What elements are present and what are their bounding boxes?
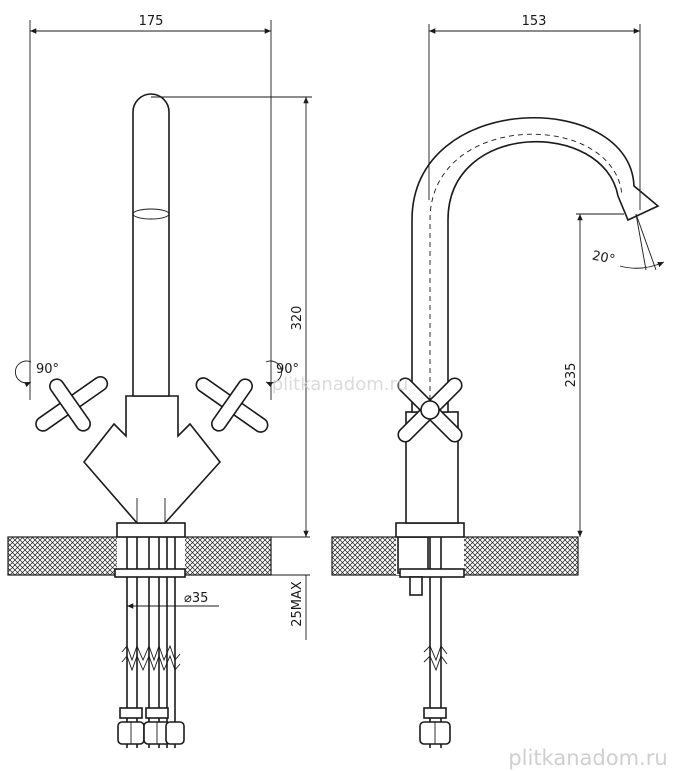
supply-pipes-side bbox=[396, 536, 465, 748]
rotation-right: 90° bbox=[265, 360, 299, 388]
dimension-height-320: 320 bbox=[151, 96, 312, 537]
rotation-right-label: 90° bbox=[276, 362, 299, 377]
dimension-width-175: 175 bbox=[29, 14, 272, 400]
rotation-left-label: 90° bbox=[36, 362, 59, 377]
front-view: 175 320 25MAX ⌀35 90° 90° bbox=[7, 14, 312, 748]
dim-label-153: 153 bbox=[522, 14, 547, 29]
watermark-center: plitkanadom.ru bbox=[272, 374, 409, 395]
dim-label-diameter: ⌀35 bbox=[184, 591, 208, 606]
mixer-body-front bbox=[82, 395, 222, 524]
dim-label-25max: 25MAX bbox=[290, 581, 305, 627]
base-flange-front bbox=[116, 522, 186, 538]
right-handle bbox=[195, 377, 269, 433]
side-handle bbox=[397, 377, 463, 443]
dim-label-20deg: 20° bbox=[591, 248, 617, 267]
spout-front bbox=[132, 93, 170, 397]
dim-label-320: 320 bbox=[290, 306, 305, 331]
base-flange-side bbox=[395, 522, 465, 538]
dimension-counter-25max: 25MAX bbox=[290, 575, 307, 640]
dimension-width-153: 153 bbox=[428, 14, 641, 210]
rotation-left: 90° bbox=[14, 360, 59, 388]
dimension-diameter-35: ⌀35 bbox=[126, 577, 219, 612]
supply-pipes-front bbox=[114, 537, 186, 748]
side-view: 153 235 20° bbox=[331, 14, 665, 748]
dimension-height-235: 235 bbox=[564, 213, 624, 537]
dimension-angle-20: 20° bbox=[591, 213, 665, 271]
spout-side bbox=[411, 116, 660, 413]
watermark-bottom: plitkanadom.ru bbox=[508, 746, 667, 770]
dim-label-175: 175 bbox=[139, 14, 164, 29]
dim-label-235: 235 bbox=[564, 363, 579, 388]
left-handle bbox=[35, 375, 109, 432]
